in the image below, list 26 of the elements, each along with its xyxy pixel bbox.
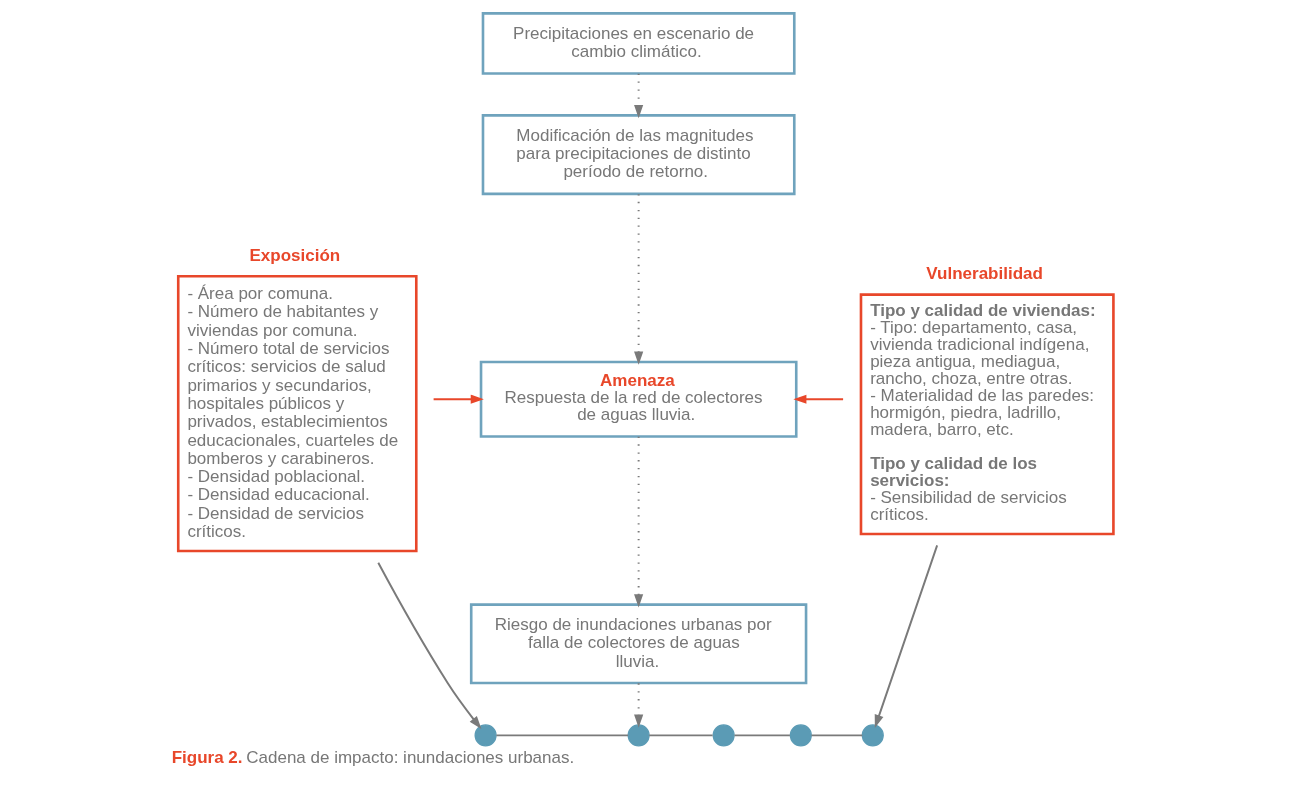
caption: Figura 2. Cadena de impacto: inundaciones urbanas.: [171, 748, 575, 768]
node-circle: [627, 724, 650, 747]
connector: [733, 734, 791, 737]
node-label: Exposición: [249, 246, 341, 266]
node-box: Tipo y calidad de viviendas: - Tipo: departamento, casa, vivienda tradicional indígena, pieza antigua, mediagua, rancho, choza, entre otras. - Materialidad de las paredes: hormigón, piedra, ladrillo, madera, barro, etc. Tipo y calidad de los servicios: - Sensibilidad de servicios críticos.: [859, 293, 1115, 536]
arrow: [432, 394, 484, 404]
arrow: [634, 72, 644, 119]
arrow: [377, 561, 482, 730]
node-box: Modificación de las magnitudes para precipitaciones de distinto período de retorno.: [481, 114, 796, 196]
arrow: [874, 544, 939, 728]
node-circle: [789, 724, 812, 747]
node-box: Precipitaciones en escenario de cambio climático.: [481, 12, 796, 75]
node-label: Vulnerabilidad: [926, 264, 1043, 284]
node-circle: [474, 724, 497, 747]
connector: [648, 734, 714, 737]
arrow: [793, 394, 845, 404]
connector: [810, 734, 864, 737]
node-circle: [712, 724, 735, 747]
arrow: [634, 193, 644, 365]
node-box: - Área por comuna. - Número de habitantes y viviendas por comuna. - Número total de servicios críticos: servicios de salud primarios y secundarios, hospitales públicos y privados, establecimientos educacionales, cuarteles de bomberos y carabineros. - Densidad poblacional. - Densidad educacional. - Densidad de servicios críticos.: [176, 274, 418, 553]
arrow: [634, 435, 644, 608]
arrow: [634, 682, 644, 728]
node-circle: [861, 724, 884, 747]
connector: [495, 734, 630, 737]
node-box: Riesgo de inundaciones urbanas por falla de colectores de aguas lluvia.: [469, 603, 808, 685]
node-box: Amenaza Respuesta de la red de colectores de aguas lluvia.: [479, 360, 798, 438]
